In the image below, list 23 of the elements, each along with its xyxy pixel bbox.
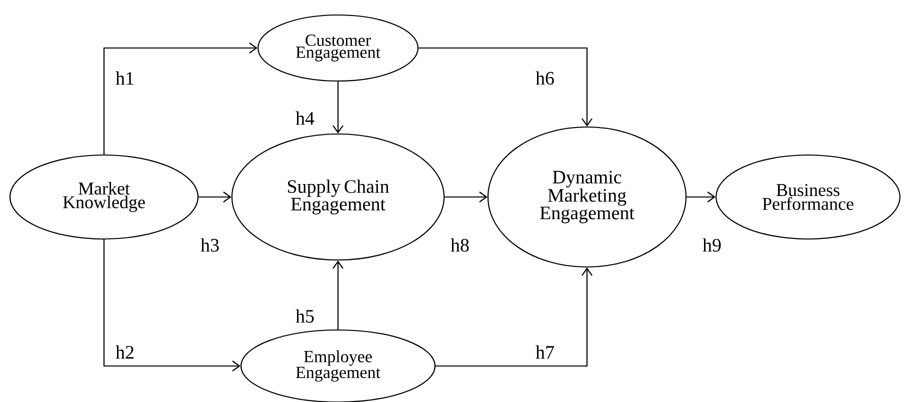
ellipse-node: Dynamic Marketing Engagement: [487, 126, 687, 268]
ellipse-node: Customer Engagement: [257, 14, 419, 82]
arrow: [444, 192, 488, 202]
edge-label: h2: [116, 345, 134, 359]
arrow: [436, 268, 592, 367]
arrow: [103, 240, 240, 372]
edge-label: h3: [200, 238, 219, 252]
edge-label: h8: [450, 238, 469, 252]
edge-label: h1: [116, 71, 134, 85]
ellipse-node: Business Performance: [716, 154, 900, 240]
arrow: [332, 82, 344, 134]
ellipse-node: Market Knowledge: [9, 154, 199, 240]
arrow: [686, 192, 716, 202]
arrow: [332, 260, 344, 330]
arrow: [103, 42, 258, 154]
ellipse-node: Supply Chain Engagement: [231, 133, 445, 261]
edge-label: h6: [536, 71, 554, 85]
edge-label: h9: [702, 238, 721, 252]
arrow: [198, 192, 232, 202]
edge-label: h4: [296, 111, 314, 125]
edge-label: h5: [296, 309, 314, 323]
edge-label: h7: [536, 345, 554, 359]
arrow: [418, 47, 592, 126]
